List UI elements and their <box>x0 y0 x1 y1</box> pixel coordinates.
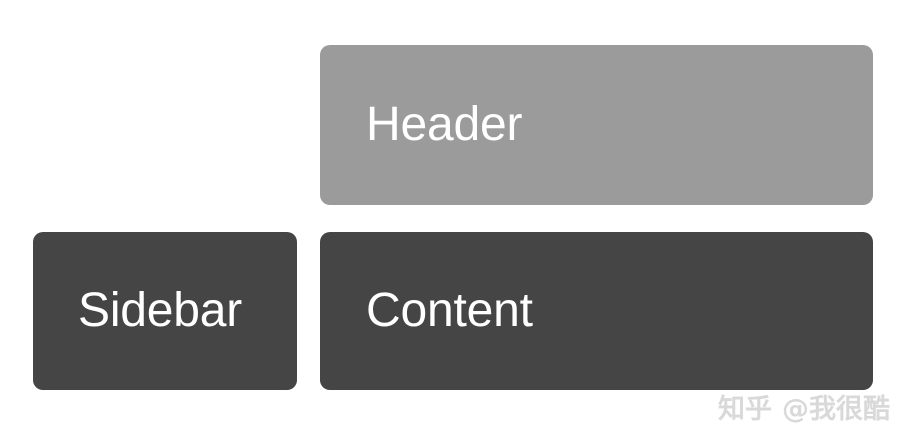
content-region-label: Content <box>366 284 533 337</box>
sidebar-region-label: Sidebar <box>78 284 243 337</box>
watermark-brand: 知乎 <box>718 394 772 425</box>
content-region: Content <box>320 232 873 390</box>
header-region: Header <box>320 45 873 205</box>
watermark-handle: @我很酷 <box>782 394 890 425</box>
header-region-label: Header <box>366 98 523 151</box>
watermark: 知乎 @我很酷 <box>718 396 890 423</box>
sidebar-region: Sidebar <box>33 232 297 390</box>
